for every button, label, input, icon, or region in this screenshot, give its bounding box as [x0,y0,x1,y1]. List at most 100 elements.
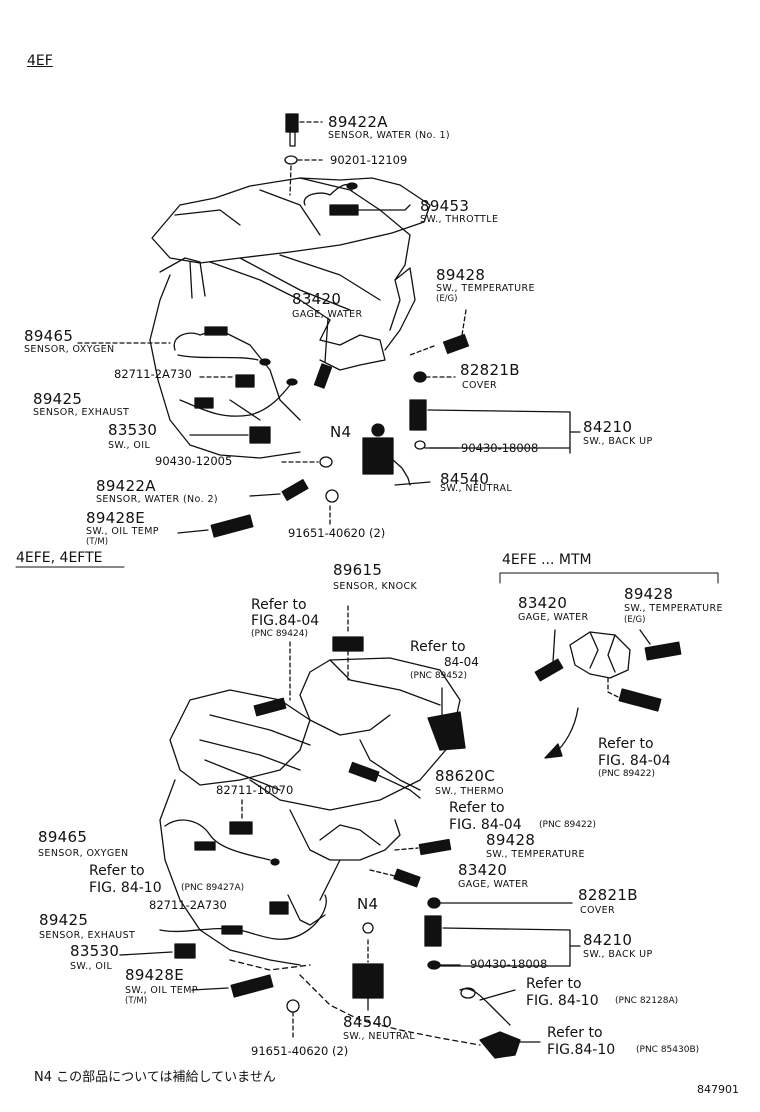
bottom-exhaust-sensor [159,894,327,940]
bottom-oil-temp-switch [191,974,274,998]
top-oil-temp-switch [177,514,254,538]
part-number-83420: 83420 [292,290,342,308]
part-number-91651-b: 91651-40620 (2) [251,1044,349,1058]
refer-to-4-fig: FIG. 84-10 [89,880,162,896]
mtm-refer-to-pnc: (PNC 89422) [598,769,655,779]
bottom-thermo-switch [348,761,421,799]
refer-to-1-pnc: (PNC 89424) [251,629,308,639]
mtm-temp-switch [639,629,682,661]
part-name-sensor-water-1: SENSOR, WATER (No. 1) [328,130,450,141]
bottom-engine-outline [159,657,461,966]
part-name-oil-b: SW., OIL [70,961,113,972]
part-number-89615: 89615 [333,561,383,579]
bottom-ref2-part [427,687,466,751]
part-name-oil: SW., OIL [108,440,151,451]
bottom-neutral-switch [352,922,384,1011]
refer-to-3-line1: Refer to [449,800,505,816]
bottom-82711b [229,799,253,835]
part-name-exhaust-b: SENSOR, EXHAUST [39,930,136,941]
part-number-84210: 84210 [583,418,633,436]
bottom-knock-sensor [332,605,364,681]
part-name-oxygen-b: SENSOR, OXYGEN [38,848,129,859]
section-title-mtm: 4EFE ... MTM [502,552,592,568]
top-oil-switch [189,426,271,444]
bottom-temp-switch [394,838,452,856]
top-bolt-91651 [325,489,339,526]
part-number-89465: 89465 [24,327,74,345]
mtm-gage-water [534,629,564,682]
top-washer-90430 [281,456,333,468]
part-number-84540: 84540 [440,470,490,488]
part-number-89465-b: 89465 [38,828,88,846]
part-sub-eg: (E/G) [436,294,458,304]
mtm-refer-to-fig: FIG. 84-04 [598,753,671,769]
part-name-thermo: SW., THERMO [435,786,505,797]
top-neutral-switch [362,423,431,486]
part-name-oil-temp: SW., OIL TEMP [86,526,159,537]
bottom-general-dashed [229,959,481,1046]
bottom-bolt-91651 [286,999,300,1041]
part-name-gage-water-b: GAGE, WATER [458,879,529,890]
part-number-88620C: 88620C [435,767,495,785]
part-name-throttle: SW., THROTTLE [420,214,499,225]
edition-number: 847901 [697,1083,739,1096]
section-title-4efe-4efte: 4EFE, 4EFTE [16,550,103,566]
part-number-89453: 89453 [420,197,470,215]
part-name-oxygen: SENSOR, OXYGEN [24,344,115,355]
part-number-90430-18008: 90430-18008 [461,441,539,455]
part-number-89428: 89428 [436,266,486,284]
mtm-arrow [544,707,579,759]
top-throttle-switch [303,182,411,216]
mtm-part-name-gage-water: GAGE, WATER [518,612,589,623]
part-number-82711-2A730-b: 82711-2A730 [149,898,227,912]
bottom-oxygen-sensor [164,819,280,866]
part-name-gage-water: GAGE, WATER [292,309,363,320]
mtm-part-number-83420: 83420 [518,594,568,612]
refer-to-1-fig: FIG.84-04 [251,613,320,629]
refer-to-6-pnc: (PNC 85430B) [636,1045,700,1055]
top-sensor-water-no1 [284,113,299,165]
part-name-backup: SW., BACK UP [583,436,653,447]
top-engine-outline [149,177,431,459]
top-gage-water [313,317,333,389]
bottom-oil-switch [119,943,196,959]
note-n4-bottom: N4 [357,895,379,913]
note-n4-top: N4 [330,423,352,441]
mtm-gage-housing [569,631,631,679]
part-number-84210-b: 84210 [583,931,633,949]
top-oxygen-sensor [77,326,271,366]
section-title-4ef: 4EF [27,53,53,69]
mtm-refer-to-line1: Refer to [598,736,654,752]
bottom-ref1-part [253,641,291,717]
part-name-temperature-b: SW., TEMPERATURE [486,849,585,860]
refer-to-5-fig: FIG. 84-10 [526,993,599,1009]
refer-to-4-pnc: (PNC 89427A) [181,883,245,893]
part-name-neutral: SW., NEUTRAL [440,483,513,494]
refer-to-2-pnc: (PNC 89452) [410,671,467,681]
part-name-water-2: SENSOR, WATER (No. 2) [96,494,218,505]
top-water-sensor-no2 [249,479,309,501]
refer-to-2-line1: Refer to [410,639,466,655]
part-sub-tm-b: (T/M) [125,996,148,1006]
part-number-89428E: 89428E [86,509,145,527]
footnote-n4: N4 この部品については補給していません [34,1070,276,1085]
refer-to-4-line1: Refer to [89,863,145,879]
mtm-part-sub-eg: (E/G) [624,615,646,625]
bottom-ref6-part [479,1031,541,1059]
mtm-part-number-89428: 89428 [624,585,674,603]
top-exhaust-sensor [179,378,298,417]
refer-to-2-fig: 84-04 [444,655,479,669]
refer-to-3-pnc: (PNC 89422) [539,820,596,830]
part-name-exhaust: SENSOR, EXHAUST [33,407,130,418]
part-number-90430-12005: 90430-12005 [155,454,233,468]
part-number-82821B: 82821B [460,361,520,379]
refer-to-5-pnc: (PNC 82128A) [615,996,679,1006]
part-number-83420-b: 83420 [458,861,508,879]
part-name-cover: COVER [462,380,498,391]
part-number-90430-18008-b: 90430-18008 [470,957,548,971]
part-number-89425-b: 89425 [39,911,89,929]
top-82711 [199,374,255,388]
part-name-backup-b: SW., BACK UP [583,949,653,960]
part-name-oil-temp-b: SW., OIL TEMP [125,985,198,996]
